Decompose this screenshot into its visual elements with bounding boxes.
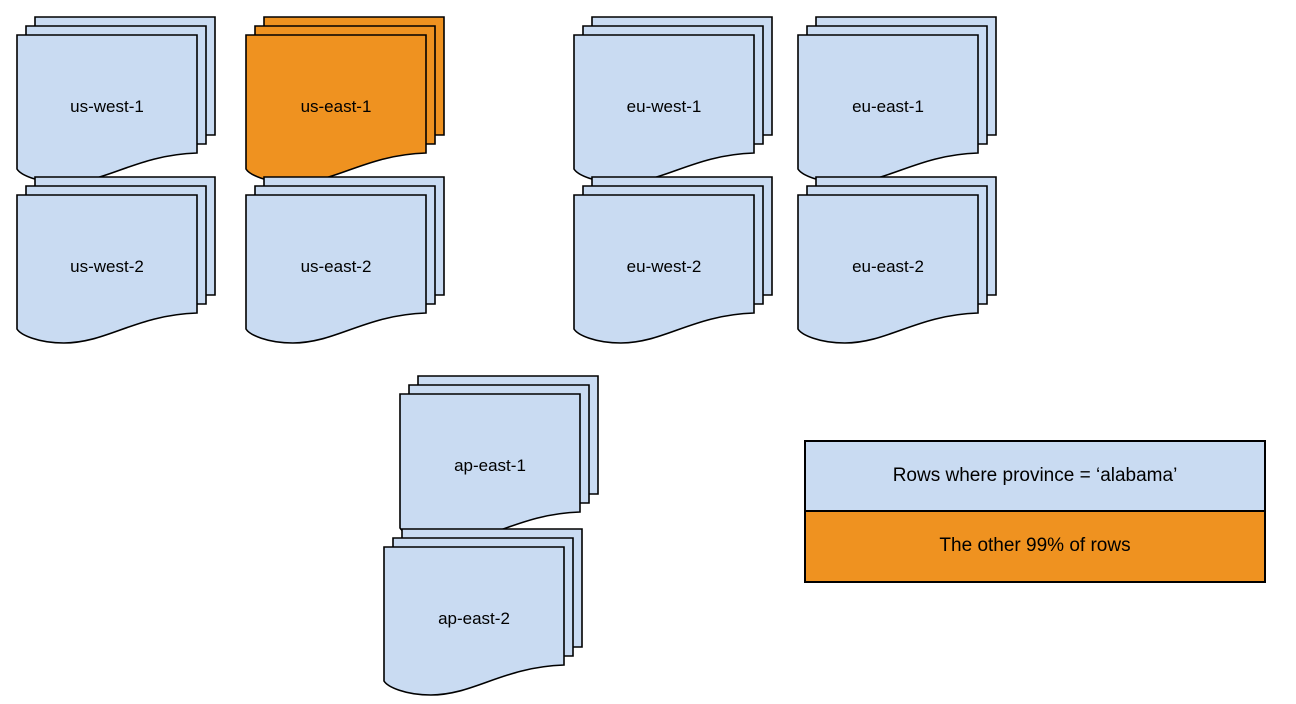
stack-sheets-us-west-1 [16, 16, 216, 184]
region-stack-ap-east-1[interactable]: ap-east-1 [399, 375, 599, 545]
sheet-front [383, 546, 565, 696]
sheet-front [573, 194, 755, 344]
sheet-front [573, 34, 755, 184]
sheet-front [245, 194, 427, 344]
region-stack-us-east-1[interactable]: us-east-1 [245, 16, 445, 186]
sheet-front [16, 34, 198, 184]
region-stack-us-west-1[interactable]: us-west-1 [16, 16, 216, 186]
sheet-front [797, 34, 979, 184]
region-stack-eu-east-2[interactable]: eu-east-2 [797, 176, 997, 346]
sheet-front [797, 194, 979, 344]
stack-sheets-ap-east-1 [399, 375, 599, 543]
stack-sheets-us-east-1 [245, 16, 445, 184]
region-stack-eu-west-2[interactable]: eu-west-2 [573, 176, 773, 346]
legend-highlight: The other 99% of rows [806, 511, 1264, 581]
legend: Rows where province = ‘alabama’ The other… [804, 440, 1266, 583]
stack-sheets-eu-east-2 [797, 176, 997, 344]
stack-sheets-us-east-2 [245, 176, 445, 344]
region-stack-ap-east-2[interactable]: ap-east-2 [383, 528, 583, 698]
region-stack-us-west-2[interactable]: us-west-2 [16, 176, 216, 346]
stack-sheets-eu-west-1 [573, 16, 773, 184]
sheet-front [16, 194, 198, 344]
region-stack-eu-east-1[interactable]: eu-east-1 [797, 16, 997, 186]
legend-normal: Rows where province = ‘alabama’ [806, 442, 1264, 512]
sheet-front [399, 393, 581, 543]
stack-sheets-ap-east-2 [383, 528, 583, 696]
stack-sheets-eu-east-1 [797, 16, 997, 184]
legend-normal-label: Rows where province = ‘alabama’ [892, 464, 1178, 486]
region-stack-us-east-2[interactable]: us-east-2 [245, 176, 445, 346]
legend-highlight-label: The other 99% of rows [939, 535, 1131, 557]
stack-sheets-eu-west-2 [573, 176, 773, 344]
region-stack-eu-west-1[interactable]: eu-west-1 [573, 16, 773, 186]
sheet-front [245, 34, 427, 184]
stack-sheets-us-west-2 [16, 176, 216, 344]
